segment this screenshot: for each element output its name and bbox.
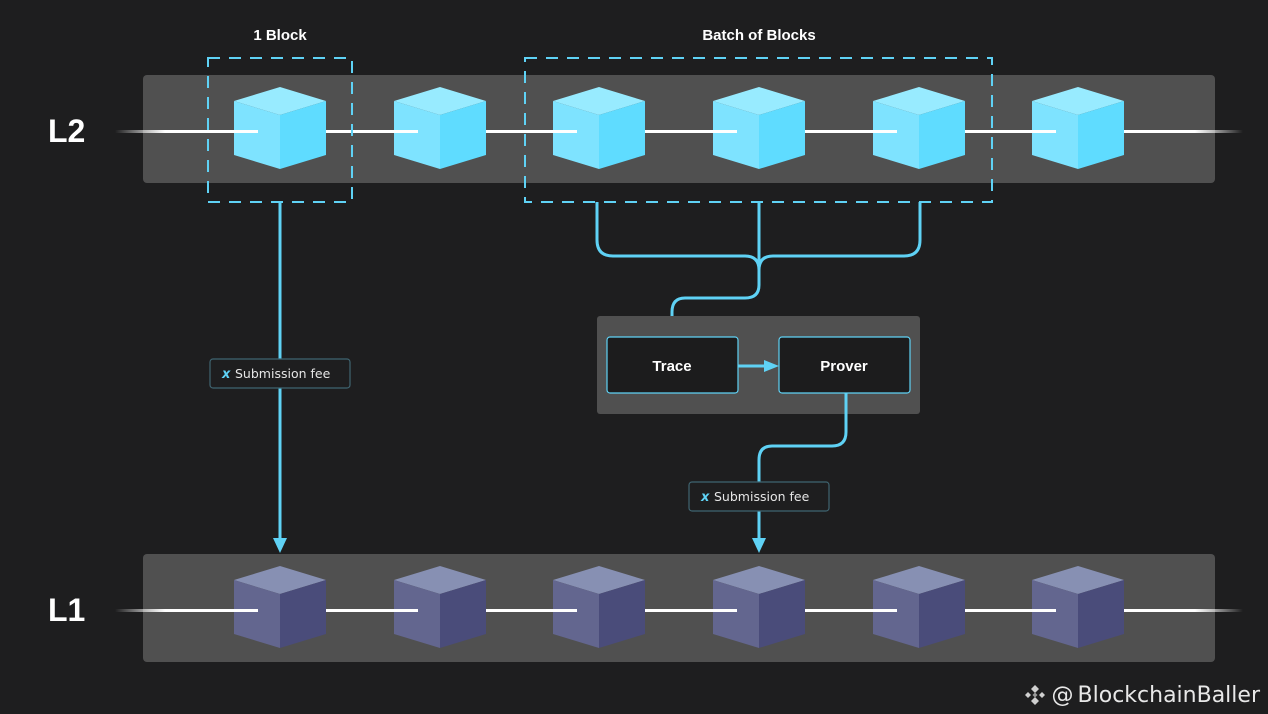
cube-front-face	[1032, 101, 1078, 169]
l2-blocks	[234, 87, 1124, 169]
cube-front-face	[394, 101, 440, 169]
chain-link	[394, 609, 418, 612]
l1-label: L1	[48, 592, 85, 628]
l1-blocks	[234, 566, 1124, 648]
single-block-label: 1 Block	[253, 27, 307, 44]
cube-side-face	[280, 101, 326, 169]
batch-merge-connector	[595, 202, 922, 322]
cube-front-face	[873, 580, 919, 648]
cube-front-face	[713, 101, 759, 169]
chain-link	[713, 130, 737, 133]
chain-link	[394, 130, 418, 133]
l1-chain-line	[115, 609, 1243, 612]
submission-fee-badge-2: x Submission fee	[688, 481, 830, 512]
cube-side-face	[599, 101, 645, 169]
cube-front-face	[553, 101, 599, 169]
cube-front-face	[553, 580, 599, 648]
submission-fee-badge-1: x Submission fee	[209, 358, 351, 389]
cube-side-face	[919, 580, 965, 648]
cube-front-face	[1032, 580, 1078, 648]
chain-link	[873, 609, 897, 612]
prover-submission-arrow	[752, 393, 848, 553]
cube-side-face	[280, 580, 326, 648]
trace-label: Trace	[652, 358, 691, 375]
chain-link	[234, 609, 258, 612]
cube-front-face	[234, 580, 280, 648]
cube-front-face	[713, 580, 759, 648]
chain-link	[553, 130, 577, 133]
cube-side-face	[599, 580, 645, 648]
l2-block-5	[873, 87, 965, 169]
watermark-handle: BlockchainBaller	[1077, 682, 1260, 708]
prover-box: Prover	[778, 336, 911, 394]
cube-front-face	[234, 101, 280, 169]
cube-side-face	[759, 580, 805, 648]
cube-side-face	[1078, 101, 1124, 169]
chain-link	[1032, 609, 1056, 612]
cube-side-face	[440, 580, 486, 648]
trace-to-prover-arrow	[738, 360, 779, 372]
cube-front-face	[394, 580, 440, 648]
watermark-at: @	[1051, 682, 1074, 708]
cube-side-face	[440, 101, 486, 169]
l2-chain-line	[115, 130, 1243, 133]
l1-block-6	[1032, 566, 1124, 648]
l1-block-1	[234, 566, 326, 648]
l2-block-2	[394, 87, 486, 169]
batch-label: Batch of Blocks	[702, 27, 815, 44]
l1-block-4	[713, 566, 805, 648]
chain-link	[713, 609, 737, 612]
cube-side-face	[919, 101, 965, 169]
chain-link	[1032, 130, 1056, 133]
trace-box: Trace	[606, 336, 739, 394]
chain-link	[873, 130, 897, 133]
cube-side-face	[759, 101, 805, 169]
l2-label: L2	[48, 113, 85, 149]
prover-label: Prover	[820, 358, 868, 375]
l1-block-3	[553, 566, 645, 648]
fee-label: Submission fee	[235, 366, 331, 381]
cube-side-face	[1078, 580, 1124, 648]
chain-link	[553, 609, 577, 612]
cube-front-face	[873, 101, 919, 169]
l2-block-6	[1032, 87, 1124, 169]
l1-block-2	[394, 566, 486, 648]
binance-logo-icon	[1024, 685, 1045, 705]
l2-block-4	[713, 87, 805, 169]
fee-label: Submission fee	[714, 489, 810, 504]
l1-block-5	[873, 566, 965, 648]
l2-block-3	[553, 87, 645, 169]
multiplier-symbol: x	[221, 367, 231, 382]
l2-block-1	[234, 87, 326, 169]
chain-link	[234, 130, 258, 133]
watermark: @ BlockchainBaller	[1022, 682, 1260, 708]
multiplier-symbol: x	[700, 490, 710, 505]
